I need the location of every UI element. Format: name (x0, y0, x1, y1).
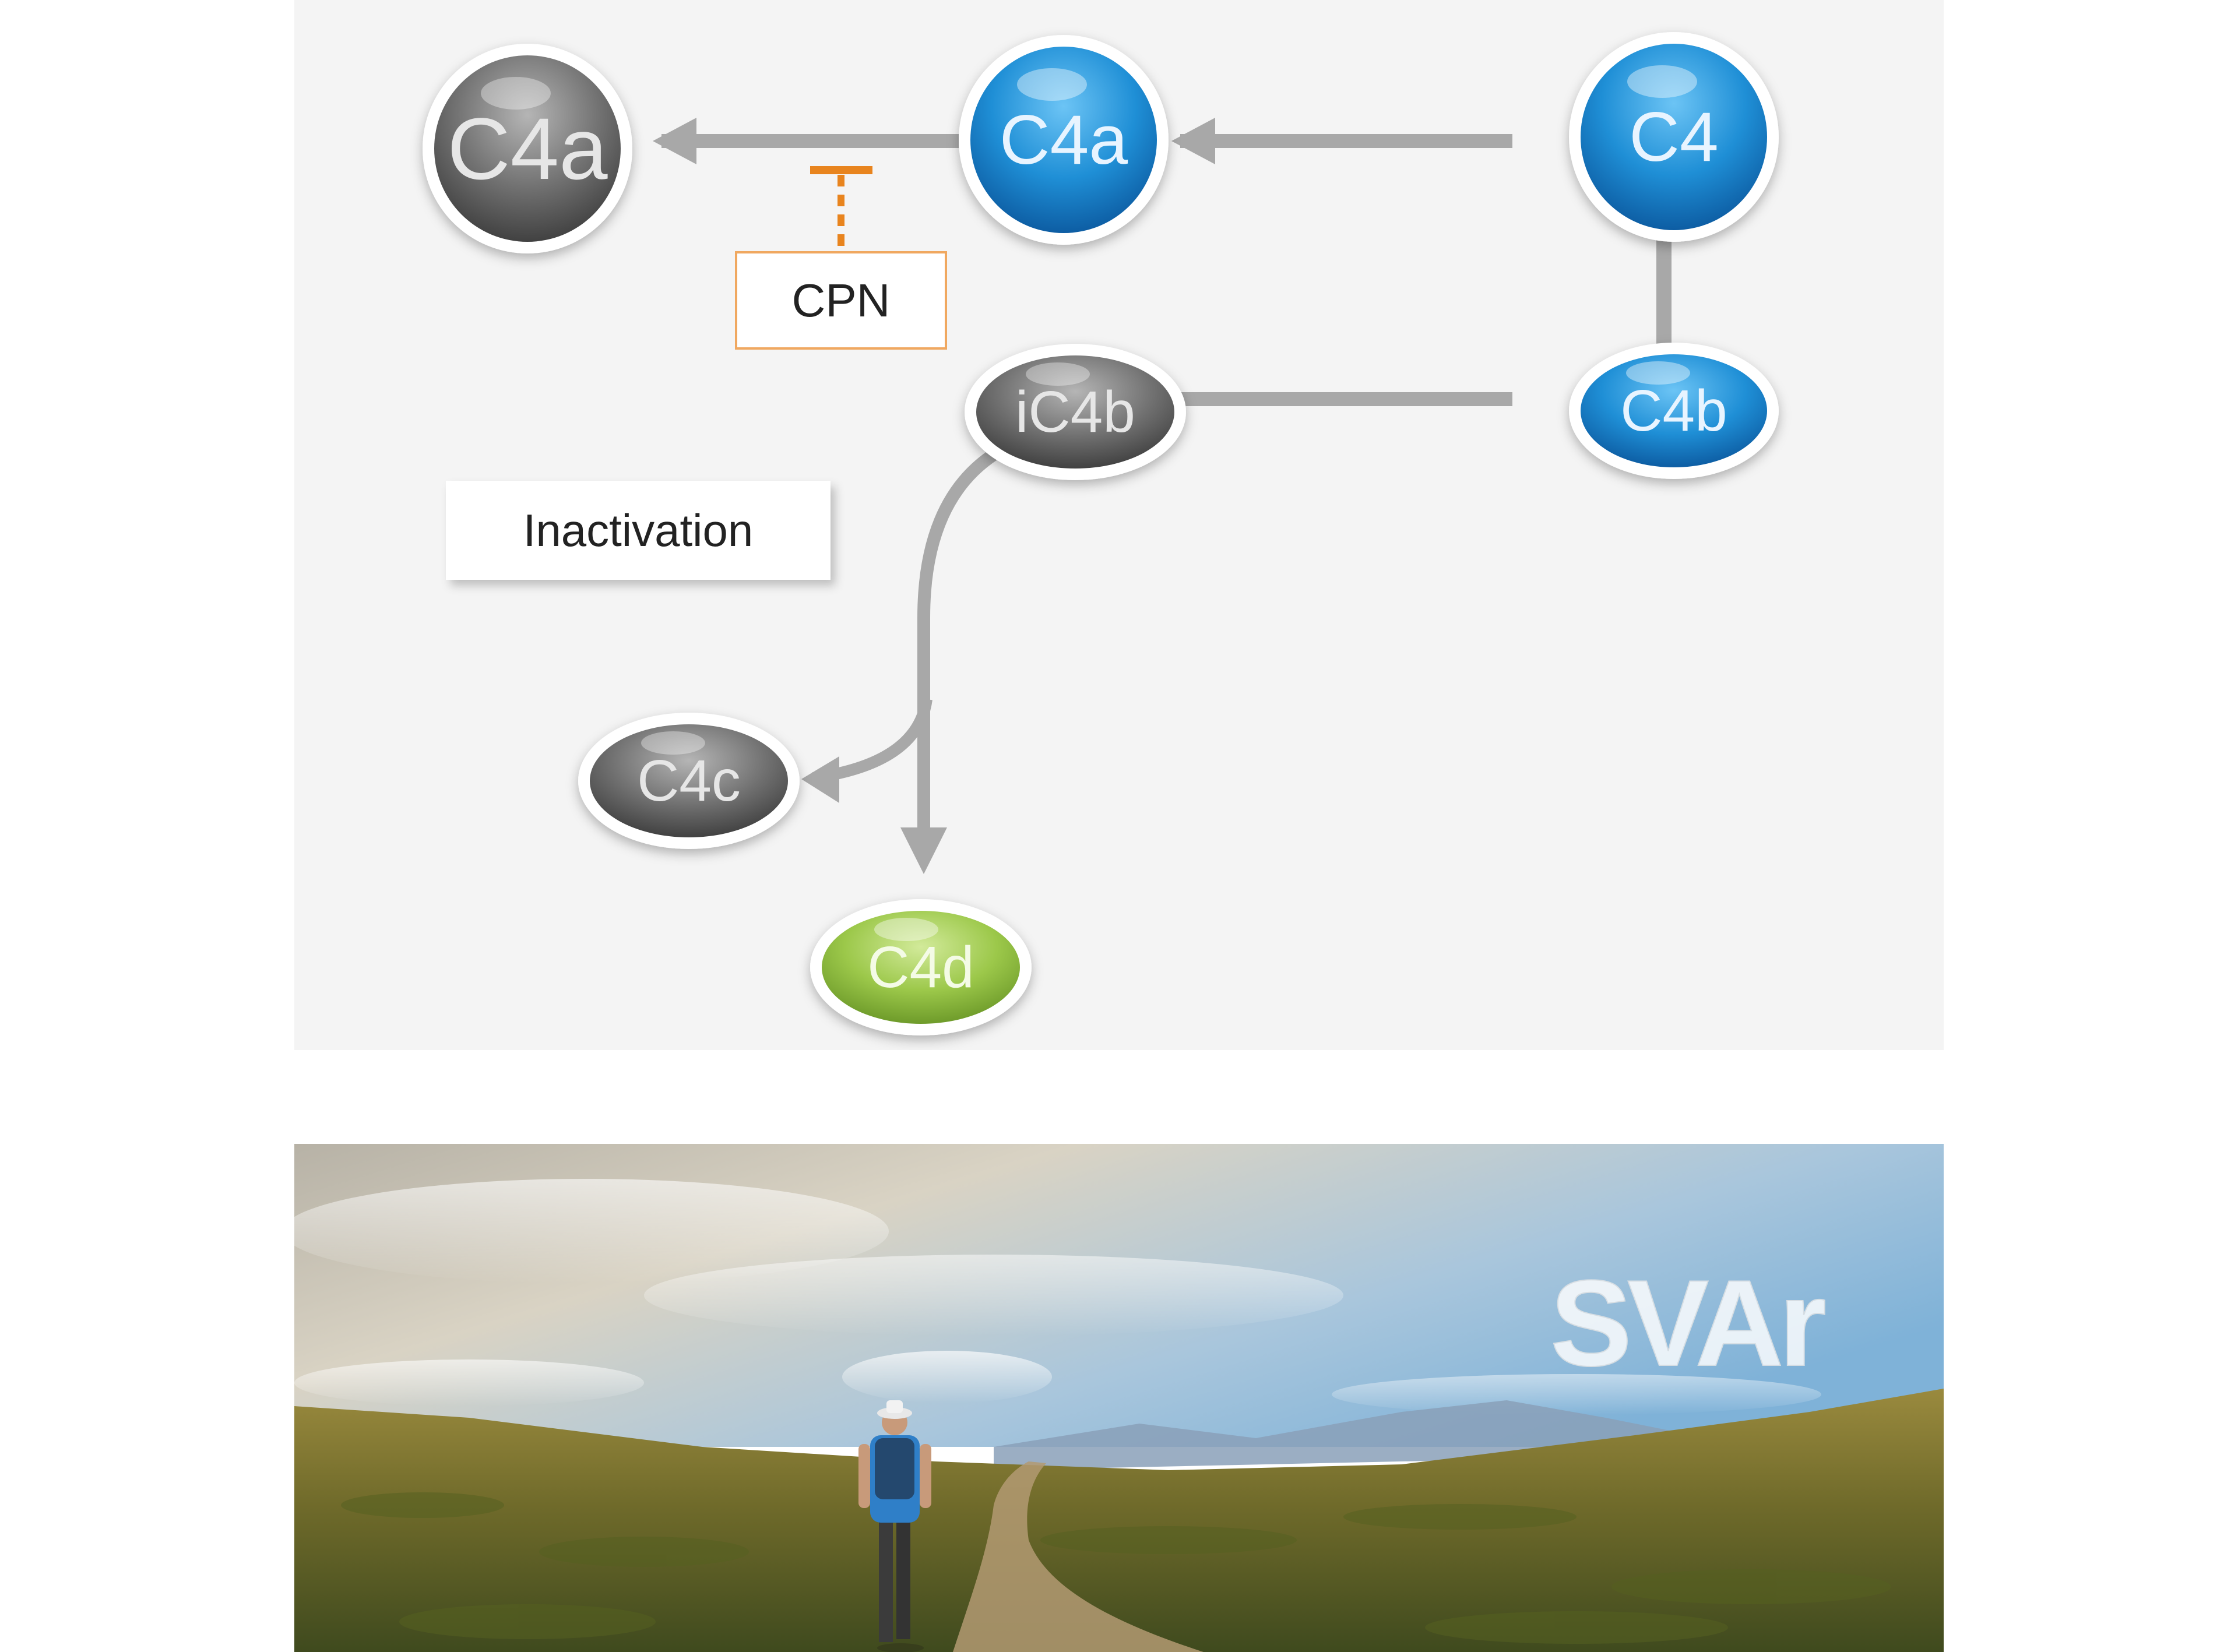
node-c4a-active (959, 35, 1169, 245)
ground-texture (341, 1492, 1891, 1644)
hillside (294, 1389, 1944, 1652)
node-label-c4a-inactive: C4a (447, 99, 608, 198)
svar-logo: SVAr (1550, 1255, 1825, 1392)
node-label-c4b: C4b (1620, 378, 1727, 443)
inactivation-label: Inactivation (523, 504, 754, 556)
node-label-c4d: C4d (867, 934, 974, 1000)
node-label-c4c: C4c (637, 748, 741, 813)
node-label-c4: C4 (1629, 98, 1719, 176)
cpn-inhibition (735, 166, 947, 350)
node-c4 (1569, 32, 1779, 242)
cpn-box (735, 251, 947, 350)
ic4b-to-c4c-arrowhead (801, 756, 839, 803)
diagram-panel: C4a C4a C4 C4b iC4b C4c C4d CPN Inactiva… (294, 0, 1944, 1050)
c4a-to-c4a-arrowhead (653, 118, 696, 164)
photo-banner: SVAr (294, 1144, 1944, 1652)
node-c4c (578, 713, 800, 849)
cpn-label: CPN (791, 274, 891, 326)
dirt-trail (953, 1461, 1204, 1652)
node-c4d (810, 899, 1032, 1035)
complement-pathway-diagram (423, 32, 1779, 1035)
node-c4a-inactive (423, 44, 632, 253)
c4-to-c4a-arrowhead (1171, 118, 1215, 164)
node-c4b (1569, 343, 1779, 479)
connectors (653, 118, 1672, 874)
node-label-c4a-active: C4a (999, 101, 1128, 179)
inactivation-box (446, 481, 831, 580)
clouds (294, 1179, 1821, 1415)
hiker-landscape-photo: SVAr (294, 1144, 1944, 1652)
ic4b-to-c4d-arrowhead (900, 827, 947, 874)
hiker (858, 1400, 931, 1652)
ic4b-to-c4d-path (917, 449, 998, 833)
node-ic4b (965, 344, 1186, 480)
node-label-ic4b: iC4b (1015, 379, 1135, 445)
